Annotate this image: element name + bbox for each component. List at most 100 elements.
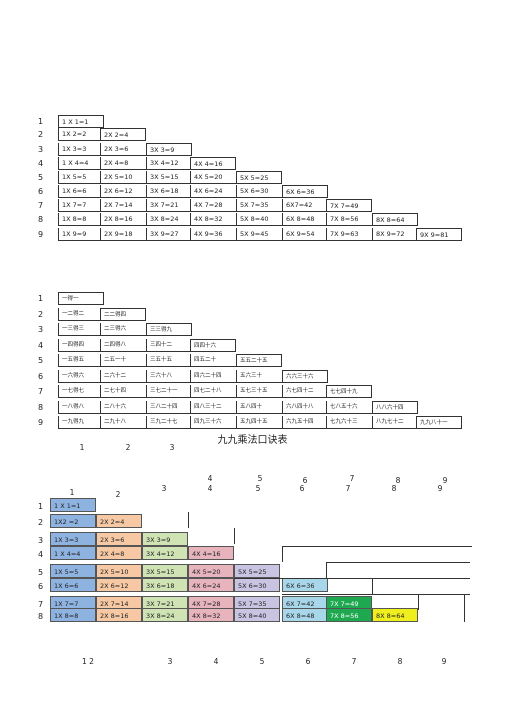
- table-cell: 2X 3=6: [96, 532, 142, 546]
- table-cell: 2X 6=12: [96, 578, 142, 592]
- column-label: 1 2: [82, 657, 94, 666]
- table-cell: 2X 6=12: [100, 185, 146, 198]
- row-number: 4: [38, 159, 44, 168]
- column-label: 6: [305, 657, 311, 666]
- column-label: 9: [437, 484, 443, 493]
- table-cell: 七八五十六: [326, 401, 372, 414]
- table-cell: 1X 6=6: [58, 185, 104, 198]
- row-number: 3: [38, 145, 44, 154]
- table-cell: 3X 3=9: [146, 143, 192, 156]
- column-label: 4: [207, 474, 213, 483]
- table-cell: 一四得四: [58, 339, 104, 352]
- table-cell: 九九八十一: [416, 416, 462, 429]
- table-cell: 2X 9=18: [100, 228, 146, 241]
- table-cell: 四六二十四: [190, 370, 236, 383]
- row-number: 7: [38, 387, 44, 396]
- table-cell: 7X 8=56: [326, 213, 372, 226]
- table-cell: 4X 8=32: [190, 213, 236, 226]
- column-label: 3: [167, 657, 173, 666]
- table-cell: 2X 8=16: [100, 213, 146, 226]
- table-cell: 四七二十八: [190, 385, 236, 398]
- table-cell: 二七十四: [100, 385, 146, 398]
- table-cell: 1 X 4=4: [50, 546, 96, 560]
- row-number: 8: [38, 612, 44, 621]
- row-number: 1: [38, 502, 44, 511]
- table-cell: 5X 9=45: [236, 228, 282, 241]
- table-cell: 6X7=42: [282, 199, 328, 212]
- table-cell: 1X 8=8: [58, 213, 104, 226]
- table-cell: 二九十八: [100, 416, 146, 429]
- table-cell: 一八得八: [58, 401, 104, 414]
- row-number: 6: [38, 187, 44, 196]
- table-cell: 3X 8=24: [142, 608, 188, 622]
- table-cell: 六七四十二: [282, 385, 328, 398]
- column-label: 6: [302, 476, 308, 485]
- table-cell: 五五二十五: [236, 354, 282, 367]
- table-cell: 5X 6=30: [236, 185, 282, 198]
- table-cell: 一七得七: [58, 385, 104, 398]
- row-number: 2: [38, 310, 44, 319]
- table-cell: 1X 2=2: [58, 128, 104, 141]
- table-cell: 1X 3=3: [50, 532, 96, 546]
- grid-line: [188, 512, 189, 528]
- table-cell: 3X 3=9: [142, 532, 188, 546]
- table-cell: 二二得四: [100, 308, 146, 321]
- row-number: 8: [38, 403, 44, 412]
- grid-line: [326, 562, 470, 563]
- table-cell: 一九得九: [58, 416, 104, 429]
- column-label: 1: [79, 443, 85, 452]
- table-cell: 4X 6=24: [188, 578, 234, 592]
- column-label: 5: [257, 474, 263, 483]
- table-cell: 1 X 1=1: [50, 498, 96, 512]
- table-cell: 9X 9=81: [416, 228, 462, 241]
- table-cell: 4X 9=36: [190, 228, 236, 241]
- table-cell: 1X 9=9: [58, 228, 104, 241]
- column-label: 4: [207, 484, 213, 493]
- table-cell: 三三得九: [146, 323, 192, 336]
- column-label: 8: [397, 657, 403, 666]
- table-cell: 3X 4=12: [146, 157, 192, 170]
- table-cell: 2X 5=10: [96, 564, 142, 578]
- table-cell: 一得一: [58, 292, 104, 305]
- table-cell: 1X 8=8: [50, 608, 96, 622]
- row-number: 7: [38, 201, 44, 210]
- table-cell: 三七二十一: [146, 385, 192, 398]
- table-cell: 7X 8=56: [326, 608, 372, 622]
- row-number: 5: [38, 173, 44, 182]
- column-label: 1: [69, 488, 75, 497]
- table-cell: 7X 9=63: [326, 228, 372, 241]
- table-cell: 2X 4=8: [96, 546, 142, 560]
- grid-line: [372, 578, 373, 594]
- table-cell: 三八二十四: [146, 401, 192, 414]
- table-cell: 五六三十: [236, 370, 282, 383]
- table-cell: 三六十八: [146, 370, 192, 383]
- table-cell: 4X 6=24: [190, 185, 236, 198]
- column-label: 3: [161, 484, 167, 493]
- table-cell: 4X 5=20: [188, 564, 234, 578]
- table-cell: 三九二十七: [146, 416, 192, 429]
- table-cell: 六八四十八: [282, 401, 328, 414]
- row-number: 4: [38, 550, 44, 559]
- column-label: 7: [351, 657, 357, 666]
- table-cell: 8X 9=72: [372, 228, 418, 241]
- column-label: 9: [442, 476, 448, 485]
- row-number: 1: [38, 117, 44, 126]
- column-label: 5: [255, 484, 261, 493]
- table-cell: 1X 6=6: [50, 578, 96, 592]
- table-cell: 5X 5=25: [234, 564, 280, 578]
- row-number: 5: [38, 356, 44, 365]
- table-cell: 五八四十: [236, 401, 282, 414]
- grid-line: [282, 594, 470, 595]
- table-cell: 二八十六: [100, 401, 146, 414]
- column-label: 8: [395, 476, 401, 485]
- table-cell: 5X 7=35: [236, 199, 282, 212]
- row-number: 2: [38, 518, 44, 527]
- table-cell: 七七四十九: [326, 385, 372, 398]
- table-cell: 四五二十: [190, 354, 236, 367]
- row-number: 2: [38, 130, 44, 139]
- table-cell: 7X 7=49: [326, 199, 372, 212]
- table-cell: 5X 6=30: [234, 578, 280, 592]
